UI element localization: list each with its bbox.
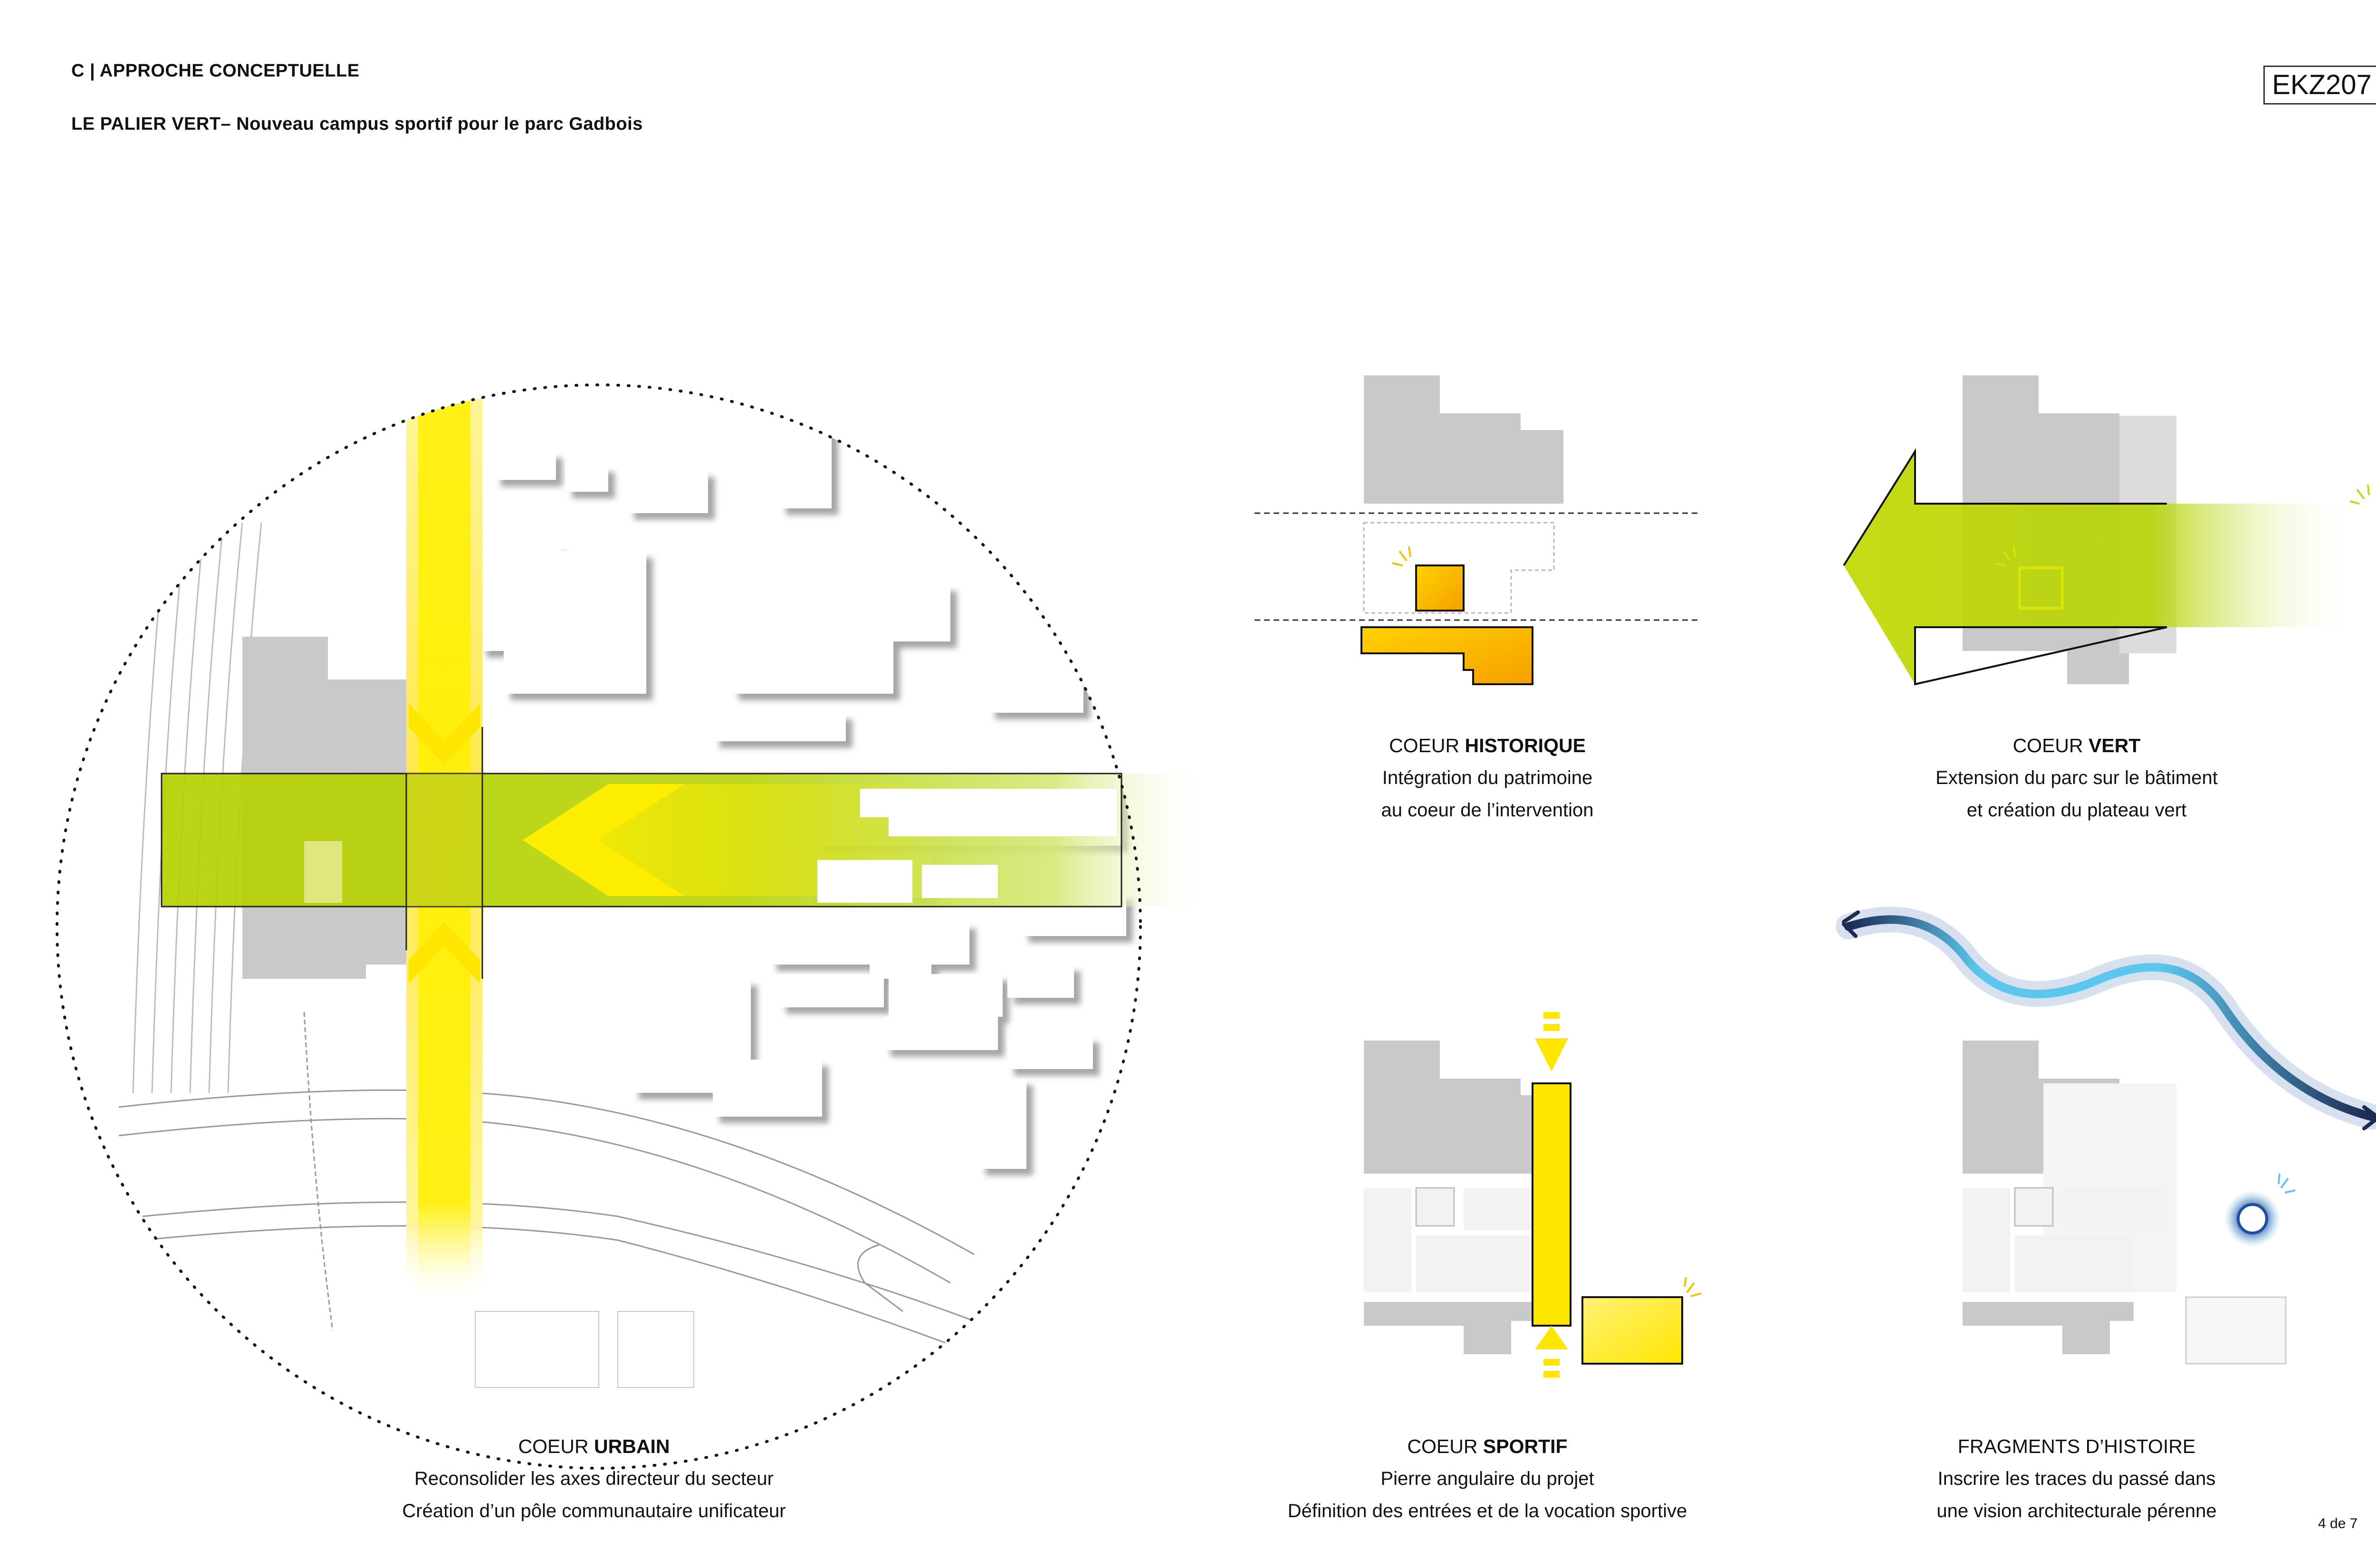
- project-title: LE PALIER VERT– Nouveau campus sportif p…: [71, 114, 643, 134]
- fragments-light-square: [2014, 1187, 2054, 1227]
- fragments-diagram: [1836, 907, 2376, 1365]
- coeur-vert-diagram: [1843, 375, 2370, 686]
- historique-gray-building: [1364, 375, 1563, 504]
- sportif-light-block: [1364, 1188, 1411, 1292]
- caption-urbain-line2: Création d’un pôle communautaire unifica…: [402, 1501, 786, 1521]
- sportif-gray-building: [1364, 1041, 1568, 1174]
- sportif-yellow-spine: [1532, 1082, 1571, 1327]
- caption-sportif-title: COEUR SPORTIF: [1407, 1435, 1568, 1457]
- arrow-left-icon: [1842, 910, 1860, 938]
- buildings-on-band: [817, 789, 1117, 903]
- arrow-left-icon: [523, 784, 684, 896]
- boundary-line: [303, 1012, 334, 1331]
- historique-heritage-wing: [1360, 626, 1533, 685]
- sportif-gray-wing: [1364, 1302, 1535, 1354]
- green-axis-outline: [161, 773, 1122, 908]
- sparkle-icon: [1995, 546, 2016, 566]
- green-arrow-left-icon: [1844, 451, 2357, 684]
- sparkle-icon: [2349, 484, 2370, 505]
- caption-historique-title: COEUR HISTORIQUE: [1389, 735, 1586, 756]
- small-square-urbain: [304, 841, 342, 903]
- vert-green-square: [2018, 566, 2064, 610]
- caption-historique-line2: au coeur de l’intervention: [1381, 800, 1594, 821]
- fragments-light-block: [1963, 1188, 2010, 1292]
- coeur-urbain-diagram: [56, 383, 1212, 1470]
- south-footprints: [475, 1311, 694, 1388]
- sparkle-icon: [1392, 546, 1411, 566]
- caption-vert-line1: Extension du parc sur le bâtiment: [1935, 767, 2218, 788]
- sportif-entry-arrows: [1535, 1012, 1568, 1377]
- caption-urbain-line1: Reconsolider les axes directeur du secte…: [414, 1468, 774, 1489]
- sparkle-icon: [1684, 1277, 1702, 1297]
- coeur-historique-diagram: [1255, 375, 1701, 685]
- caption-fragments-line2: une vision architecturale pérenne: [1936, 1501, 2217, 1521]
- sparkle-icon: [2278, 1173, 2296, 1194]
- arrow-down-icon: [1535, 1038, 1568, 1071]
- caption-sportif: COEUR SPORTIF Pierre angulaire du projet…: [1245, 1430, 1730, 1527]
- sportif-light-square: [1415, 1187, 1455, 1227]
- arrow-down-icon: [409, 703, 480, 765]
- caption-vert: COEUR VERT Extension du parc sur le bâti…: [1901, 729, 2252, 826]
- caption-sportif-line1: Pierre angulaire du projet: [1380, 1468, 1594, 1489]
- caption-fragments: FRAGMENTS D’HISTOIRE Inscrire les traces…: [1901, 1430, 2252, 1527]
- green-arrow-outline: [1843, 448, 2167, 686]
- fragments-gray-wing: [1963, 1302, 2134, 1354]
- project-code-box: EKZ207: [2263, 66, 2376, 105]
- fragments-light-block: [2062, 1188, 2167, 1231]
- arrow-up-icon: [409, 922, 480, 984]
- caption-historique: COEUR HISTORIQUE Intégration du patrimoi…: [1335, 729, 1639, 826]
- caption-historique-line1: Intégration du patrimoine: [1382, 767, 1593, 788]
- dotted-circle-outline: [56, 383, 1142, 1470]
- section-title: C | APPROCHE CONCEPTUELLE: [71, 61, 360, 81]
- fragments-light-box: [2185, 1296, 2287, 1365]
- sportif-yellow-box: [1581, 1296, 1683, 1365]
- historique-heritage-square: [1415, 564, 1465, 612]
- memory-point-icon: [2237, 1203, 2268, 1234]
- historique-ghost-outline: [1363, 522, 1555, 614]
- coeur-sportif-diagram: [1364, 1012, 1702, 1377]
- page-number: 4 de 7: [2318, 1516, 2358, 1531]
- arrow-right-icon: [2362, 1105, 2376, 1130]
- caption-vert-line2: et création du plateau vert: [1966, 800, 2187, 821]
- fragments-light-block: [2015, 1235, 2134, 1292]
- caption-urbain: COEUR URBAIN Reconsolider les axes direc…: [333, 1430, 855, 1527]
- caption-sportif-line2: Définition des entrées et de la vocation…: [1287, 1501, 1687, 1521]
- caption-fragments-title: FRAGMENTS D’HISTOIRE: [1957, 1435, 2196, 1457]
- canal-lines: [118, 1089, 975, 1346]
- caption-urbain-title: COEUR URBAIN: [518, 1435, 670, 1457]
- arrow-up-icon: [1535, 1326, 1568, 1349]
- caption-fragments-line1: Inscrire les traces du passé dans: [1937, 1468, 2216, 1489]
- river-trace: [1844, 915, 2376, 1121]
- caption-vert-title: COEUR VERT: [2012, 735, 2141, 756]
- axis-intersection: [406, 774, 482, 907]
